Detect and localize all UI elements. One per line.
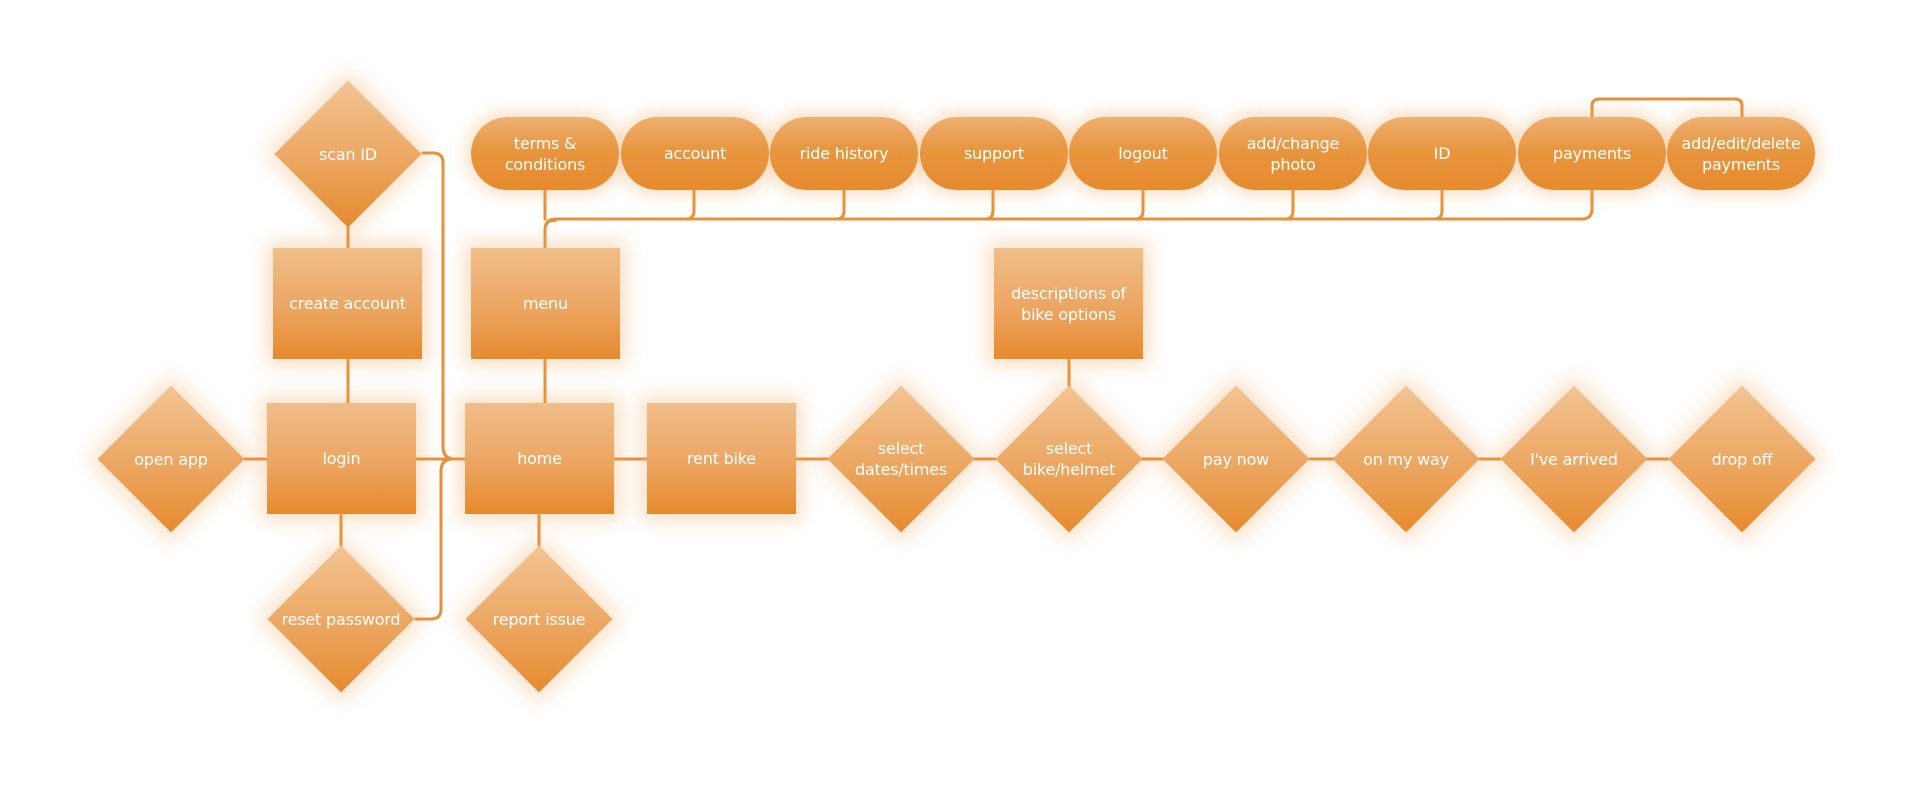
node-label: create account: [289, 294, 406, 313]
menu-item-terms-conditions: terms & conditions: [471, 117, 619, 190]
edge-bus-logout: [1133, 188, 1145, 221]
edge-bus-support: [983, 188, 995, 221]
menu-item-ride-history: ride history: [770, 117, 918, 190]
node-report-issue: report issue: [465, 545, 613, 693]
node-label: I've arrived: [1530, 449, 1618, 469]
node-label: reset password: [281, 609, 401, 629]
edge-scanid-home: [421, 151, 467, 461]
node-label: report issue: [492, 609, 586, 629]
node-home: home: [465, 403, 614, 514]
menu-item-id: ID: [1368, 117, 1516, 190]
node-label: account: [663, 144, 727, 163]
node-open-app: open app: [97, 385, 245, 533]
node-menu: menu: [471, 248, 620, 359]
node-create-account: create account: [273, 248, 422, 359]
menu-item-add-edit-delete-payments: add/edit/delete payments: [1667, 117, 1815, 190]
node-label: add/edit/delete payments: [1681, 133, 1801, 174]
menu-item-support: support: [920, 117, 1068, 190]
node-label: select dates/times: [854, 439, 948, 479]
node-label: ride history: [799, 144, 889, 163]
node-label: terms & conditions: [504, 133, 586, 174]
node-scan-id: scan ID: [274, 80, 422, 228]
node-label: payments: [1552, 144, 1631, 163]
node-label: descriptions of bike options: [1011, 283, 1126, 324]
node-label: logout: [1118, 144, 1168, 163]
node-on-my-way: on my way: [1332, 385, 1480, 533]
node-label: rent bike: [687, 449, 756, 468]
node-label: support: [963, 144, 1025, 163]
node-label: scan ID: [319, 144, 377, 164]
node-label: menu: [523, 294, 568, 313]
node-label: home: [517, 449, 562, 468]
menu-item-add-change-photo: add/change photo: [1219, 117, 1367, 190]
edge-bus-account: [684, 188, 696, 221]
node-label: drop off: [1711, 449, 1773, 469]
node-reset-password: reset password: [267, 545, 415, 693]
edge-bus-ridehistory: [834, 188, 846, 221]
node-label: add/change photo: [1246, 133, 1340, 174]
menu-item-payments: payments: [1518, 117, 1666, 190]
node-label: pay now: [1202, 449, 1270, 469]
node-label: select bike/helmet: [1022, 439, 1116, 479]
node-drop-off: drop off: [1668, 385, 1816, 533]
edge-bus-photo: [1283, 188, 1295, 221]
edge-payments-addedit: [1590, 97, 1744, 119]
node-select-bike-helmet: select bike/helmet: [995, 385, 1143, 533]
menu-item-logout: logout: [1069, 117, 1217, 190]
node-label: on my way: [1363, 449, 1449, 469]
node-descriptions-bike-options: descriptions of bike options: [994, 248, 1143, 359]
node-label: open app: [134, 449, 208, 469]
node-login: login: [267, 403, 416, 514]
node-label: ID: [1433, 144, 1451, 163]
node-pay-now: pay now: [1162, 385, 1310, 533]
edge-menu-bus-inner: [547, 220, 557, 225]
edge-reset-home: [414, 457, 455, 621]
node-rent-bike: rent bike: [647, 403, 796, 514]
node-label: login: [322, 449, 361, 468]
menu-item-account: account: [621, 117, 769, 190]
node-ive-arrived: I've arrived: [1500, 385, 1648, 533]
edge-bus-id: [1432, 188, 1444, 221]
edge-menu-bus: [543, 188, 1594, 250]
node-select-dates-times: select dates/times: [827, 385, 975, 533]
